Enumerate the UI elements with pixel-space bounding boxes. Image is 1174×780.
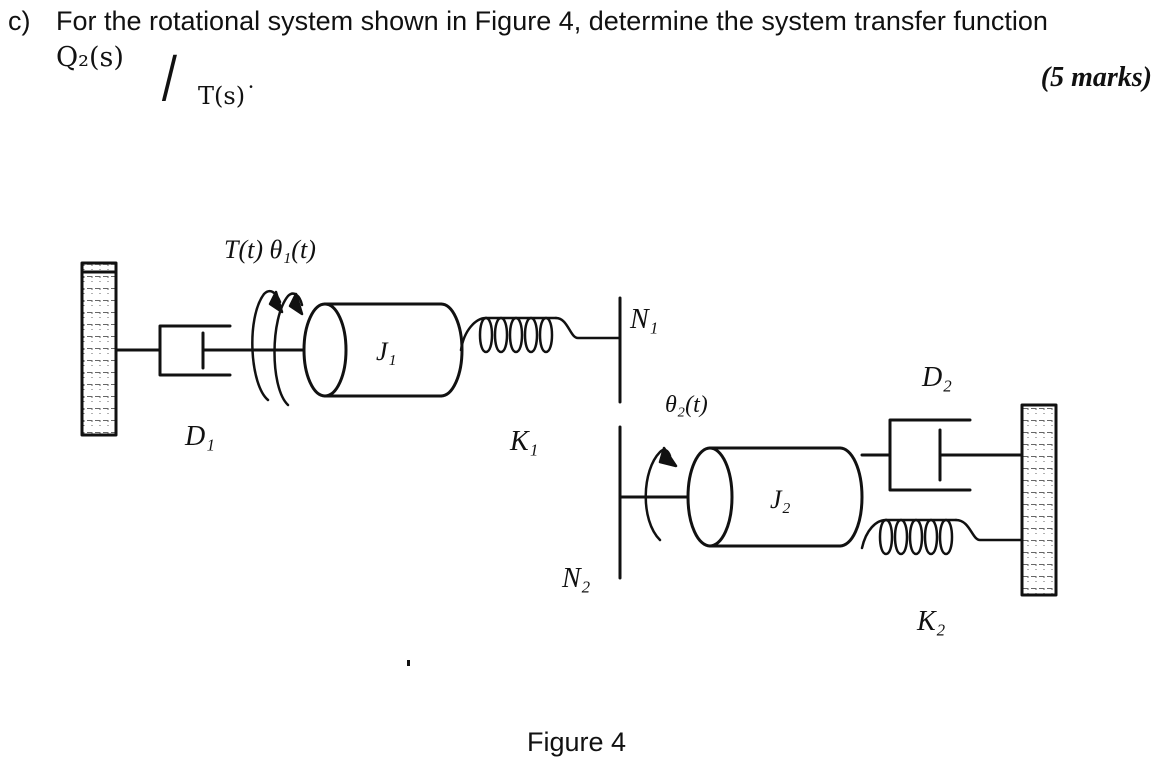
label-k2: K₂ xyxy=(916,606,946,637)
damper-d1 xyxy=(114,324,314,377)
inertia-j1 xyxy=(302,302,464,398)
tf-denominator: T(s)˙ xyxy=(198,82,258,110)
marks-label: (5 marks) xyxy=(1040,62,1152,93)
label-d1: D₁ xyxy=(184,421,215,452)
label-d2: D₂ xyxy=(921,362,952,393)
transfer-function: Q₂(s) / T(s)˙ xyxy=(56,40,257,110)
theta2-arrow xyxy=(644,446,678,542)
damper-d2 xyxy=(860,418,1024,492)
label-j1: J₁ xyxy=(376,337,397,366)
question-text: For the rotational system shown in Figur… xyxy=(56,6,1048,36)
spring-k1 xyxy=(459,316,622,354)
label-theta2: θ₂(t) xyxy=(665,392,708,418)
figure-caption: Figure 4 xyxy=(527,727,627,757)
label-n1: N₁ xyxy=(629,304,658,335)
inertia-j2 xyxy=(686,446,864,548)
label-torque: T(t) θ₁(t) xyxy=(224,235,316,264)
question-letter: c) xyxy=(8,6,31,36)
tf-slash: / xyxy=(161,45,177,110)
spring-k2 xyxy=(860,518,1024,556)
stray-mark xyxy=(407,660,410,666)
tf-numerator: Q₂(s) xyxy=(56,42,124,73)
right-wall xyxy=(1020,403,1058,597)
label-n2: N₂ xyxy=(561,563,591,594)
label-k1: K₁ xyxy=(509,426,538,457)
label-j2: J₂ xyxy=(770,485,791,514)
torque-arrows xyxy=(251,290,304,407)
left-wall xyxy=(80,261,118,437)
